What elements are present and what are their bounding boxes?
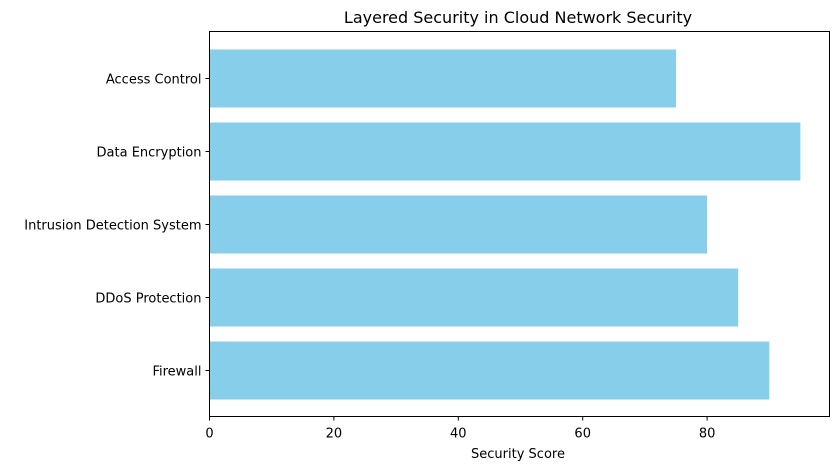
x-axis-label: Security Score xyxy=(471,447,565,462)
y-tick-label: Data Encryption xyxy=(97,146,202,161)
y-tick-label: Firewall xyxy=(152,365,201,380)
x-axis-ticks: 0 20 40 60 80 xyxy=(205,416,716,442)
y-tick-label: DDoS Protection xyxy=(95,292,201,307)
x-tick-label: 80 xyxy=(699,427,716,442)
x-tick-label: 0 xyxy=(205,427,213,442)
y-tick-label: Intrusion Detection System xyxy=(24,219,201,234)
bar-ddos-protection xyxy=(209,268,739,327)
bars-group xyxy=(209,49,801,400)
chart-title: Layered Security in Cloud Network Securi… xyxy=(344,8,692,27)
x-tick-label: 40 xyxy=(450,427,467,442)
x-tick-label: 20 xyxy=(326,427,343,442)
bar-intrusion-detection-system xyxy=(209,195,708,254)
bar-firewall xyxy=(209,341,770,400)
bar-access-control xyxy=(209,49,676,108)
x-tick-label: 60 xyxy=(574,427,591,442)
y-tick-label: Access Control xyxy=(106,73,202,88)
bar-data-encryption xyxy=(209,122,801,181)
